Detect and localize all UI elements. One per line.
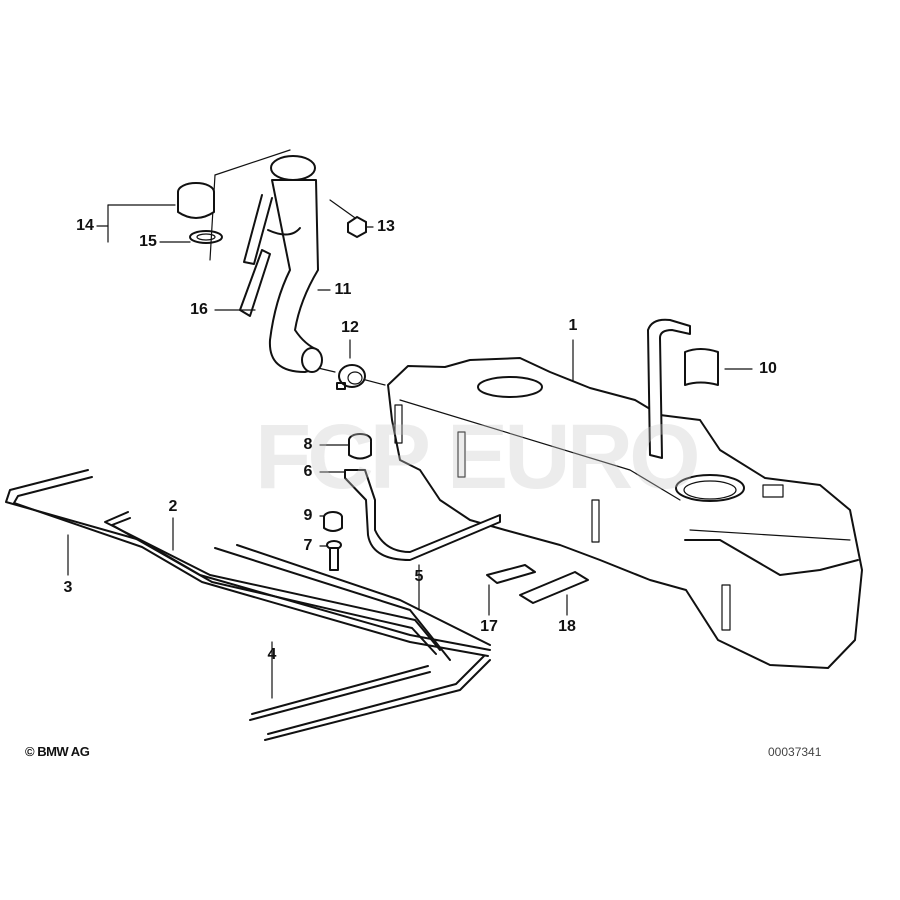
callout-16: 16 bbox=[190, 301, 208, 318]
callout-7: 7 bbox=[303, 537, 313, 554]
callout-18: 18 bbox=[558, 618, 576, 635]
callout-5: 5 bbox=[414, 568, 424, 585]
callout-17: 17 bbox=[480, 618, 498, 635]
fuel-lines bbox=[5, 469, 491, 741]
callout-9: 9 bbox=[303, 507, 313, 524]
callout-14: 14 bbox=[76, 217, 94, 234]
callout-8: 8 bbox=[303, 436, 313, 453]
fuel-tank bbox=[387, 357, 863, 669]
diagram-number: 00037341 bbox=[768, 745, 822, 759]
callout-13: 13 bbox=[377, 218, 395, 235]
callout-10: 10 bbox=[759, 360, 777, 377]
pads bbox=[486, 564, 589, 604]
callout-12: 12 bbox=[341, 319, 359, 336]
filler-neck bbox=[239, 155, 367, 373]
copyright-label: © BMW AG bbox=[25, 744, 90, 759]
callout-11: 11 bbox=[334, 281, 352, 298]
callout-3: 3 bbox=[63, 579, 73, 596]
tank-strap-bracket bbox=[647, 318, 719, 459]
callout-1: 1 bbox=[568, 317, 578, 334]
callout-15: 15 bbox=[139, 233, 157, 250]
tank-strap bbox=[323, 433, 501, 571]
hose-clamp bbox=[336, 364, 366, 390]
callout-6: 6 bbox=[303, 463, 313, 480]
callout-2: 2 bbox=[168, 498, 178, 515]
callout-4: 4 bbox=[267, 646, 277, 663]
filler-cap bbox=[177, 182, 223, 244]
